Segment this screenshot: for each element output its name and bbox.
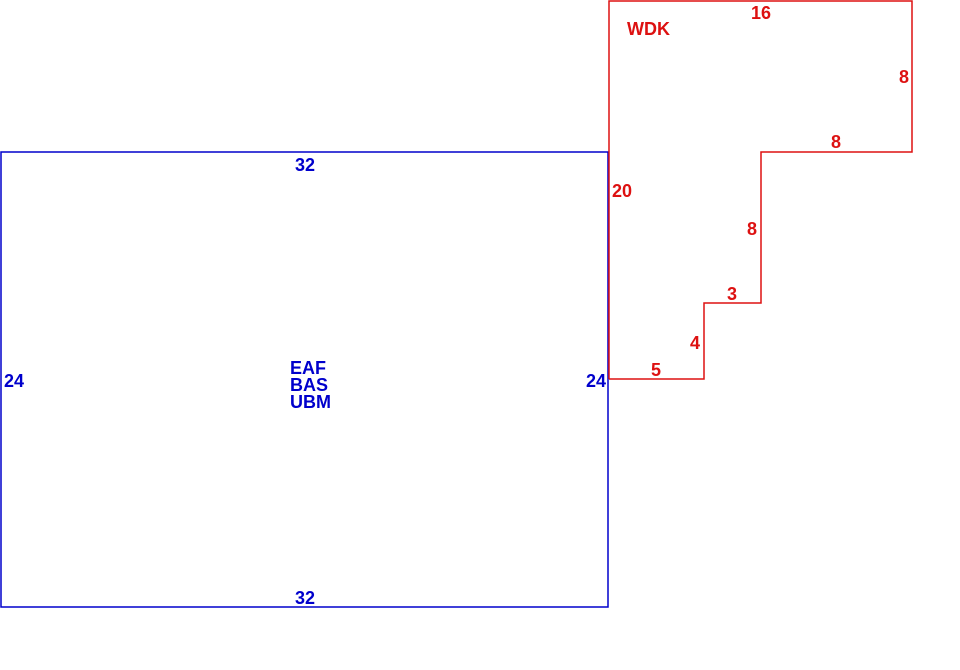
main-area-top-dimension: 32 bbox=[295, 155, 315, 175]
main-area-outline bbox=[0, 151, 609, 608]
addition-step-vertical-dimension: 8 bbox=[747, 219, 757, 239]
main-area-code-1: EAF bbox=[290, 358, 326, 378]
addition-step-lower-dimension: 4 bbox=[690, 333, 700, 353]
addition-top-dimension: 16 bbox=[751, 3, 771, 23]
addition-area-outline bbox=[608, 0, 913, 380]
main-area-right-dimension: 24 bbox=[586, 371, 606, 391]
addition-left-dimension: 20 bbox=[612, 181, 632, 201]
addition-bottom-dimension: 5 bbox=[651, 360, 661, 380]
addition-step-top-dimension: 8 bbox=[831, 132, 841, 152]
main-area-left-dimension: 24 bbox=[4, 371, 24, 391]
addition-step-mid-dimension: 3 bbox=[727, 284, 737, 304]
main-area-code-3: UBM bbox=[290, 392, 331, 412]
addition-area-code: WDK bbox=[627, 19, 670, 39]
main-area-bottom-dimension: 32 bbox=[295, 588, 315, 608]
addition-right-upper-dimension: 8 bbox=[899, 67, 909, 87]
main-area-code-2: BAS bbox=[290, 375, 328, 395]
